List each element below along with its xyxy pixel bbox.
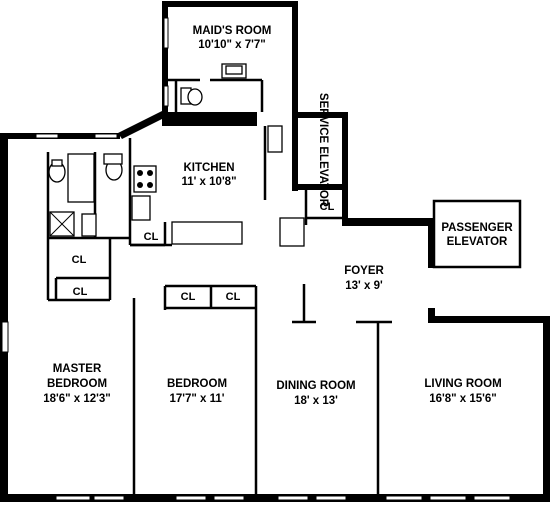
bedroom-label: BEDROOM xyxy=(167,378,227,390)
closet-master-2: CL xyxy=(73,286,88,298)
closet-foyer: CL xyxy=(320,201,335,213)
fixtures xyxy=(48,63,283,237)
closet-master-1: CL xyxy=(72,254,87,266)
service-elevator-label: SERVICE ELEVATOR xyxy=(317,93,329,208)
foyer-label: FOYER xyxy=(344,265,384,277)
foyer-size: 13' x 9' xyxy=(345,280,383,292)
passenger-elevator-box xyxy=(432,199,522,269)
closet-kitchen: CL xyxy=(144,231,159,243)
interior-walls xyxy=(46,78,392,494)
dining-room-label: DINING ROOM xyxy=(276,380,355,392)
passenger-elevator-label-2: ELEVATOR xyxy=(447,236,508,248)
kitchen-size: 11' x 10'8" xyxy=(181,176,236,188)
closet-bedroom-1: CL xyxy=(181,291,196,303)
kitchen-label: KITCHEN xyxy=(183,162,234,174)
passenger-elevator-label-1: PASSENGER xyxy=(441,222,513,234)
windows xyxy=(1,17,511,501)
closet-bedroom-2: CL xyxy=(226,291,241,303)
master-bedroom-label-1: MASTER xyxy=(53,363,102,375)
master-bedroom-label-2: BEDROOM xyxy=(47,378,107,390)
maids-room-label: MAID'S ROOM xyxy=(193,25,272,37)
living-room-label: LIVING ROOM xyxy=(424,378,501,390)
dining-room-size: 18' x 13' xyxy=(294,395,338,407)
master-bedroom-size: 18'6" x 12'3" xyxy=(43,393,111,405)
living-room-size: 16'8" x 15'6" xyxy=(429,393,497,405)
bedroom-size: 17'7" x 11' xyxy=(169,393,224,405)
maids-room-size: 10'10" x 7'7" xyxy=(198,39,266,51)
